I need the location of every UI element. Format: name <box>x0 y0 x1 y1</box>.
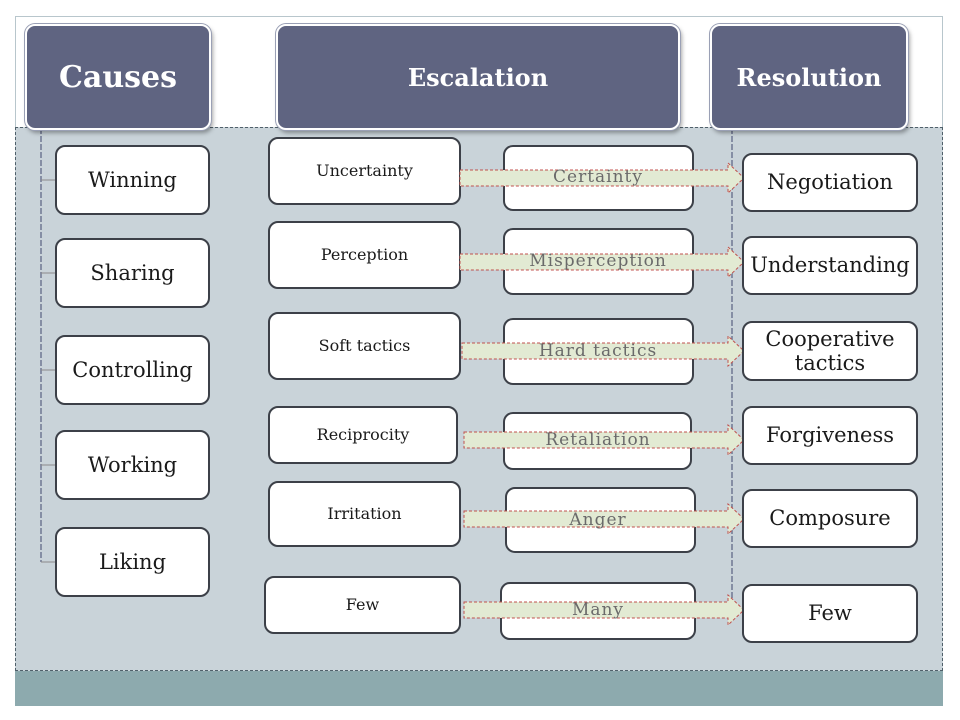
escalation-outcome-label: Anger <box>569 510 627 530</box>
escalation-header-label: Escalation <box>407 62 549 92</box>
escalation-driver-label: Uncertainty <box>316 160 413 180</box>
causes-header: Causes <box>25 24 211 130</box>
escalation-driver-label: Irritation <box>327 503 402 523</box>
escalation-driver-label: Soft tactics <box>318 335 411 355</box>
resolution-box: Few <box>742 584 918 643</box>
resolution-label: Composure <box>769 506 891 531</box>
resolution-box: Understanding <box>742 236 918 295</box>
escalation-outcome-label: Retaliation <box>545 430 651 450</box>
escalation-header: Escalation <box>276 24 680 130</box>
cause-box: Winning <box>55 145 210 215</box>
cause-box: Sharing <box>55 238 210 308</box>
escalation-outcome-label: Certainty <box>553 167 643 187</box>
cause-label: Liking <box>98 549 167 574</box>
escalation-driver-label: Reciprocity <box>316 424 410 444</box>
resolution-box: Cooperative tactics <box>742 321 918 381</box>
escalation-outcome-label: Misperception <box>529 251 667 271</box>
escalation-driver-box: Reciprocity <box>268 406 458 464</box>
cause-box: Working <box>55 430 210 500</box>
escalation-outcome-label: Hard tactics <box>538 341 658 361</box>
resolution-label: Understanding <box>750 253 910 278</box>
resolution-label: Negotiation <box>767 170 893 195</box>
resolution-box: Forgiveness <box>742 406 918 465</box>
resolution-header-label: Resolution <box>736 62 882 92</box>
escalation-driver-label: Few <box>345 594 380 614</box>
cause-box: Controlling <box>55 335 210 405</box>
cause-label: Controlling <box>72 357 193 382</box>
footer-bar <box>15 671 943 706</box>
resolution-box: Composure <box>742 489 918 548</box>
causes-header-label: Causes <box>59 59 177 95</box>
escalation-driver-box: Perception <box>268 221 461 289</box>
resolution-header: Resolution <box>710 24 908 130</box>
escalation-driver-box: Uncertainty <box>268 137 461 205</box>
cause-label: Sharing <box>90 260 175 285</box>
escalation-outcome-label: Many <box>571 600 625 620</box>
cause-label: Winning <box>88 167 177 192</box>
escalation-driver-box: Few <box>264 576 461 634</box>
cause-box: Liking <box>55 527 210 597</box>
escalation-driver-box: Irritation <box>268 481 461 547</box>
resolution-label: Few <box>808 601 852 626</box>
resolution-label: Cooperative tactics <box>765 326 895 375</box>
cause-label: Working <box>87 452 178 477</box>
resolution-box: Negotiation <box>742 153 918 212</box>
resolution-label: Forgiveness <box>765 423 895 448</box>
escalation-driver-label: Perception <box>320 244 409 264</box>
escalation-driver-box: Soft tactics <box>268 312 461 380</box>
